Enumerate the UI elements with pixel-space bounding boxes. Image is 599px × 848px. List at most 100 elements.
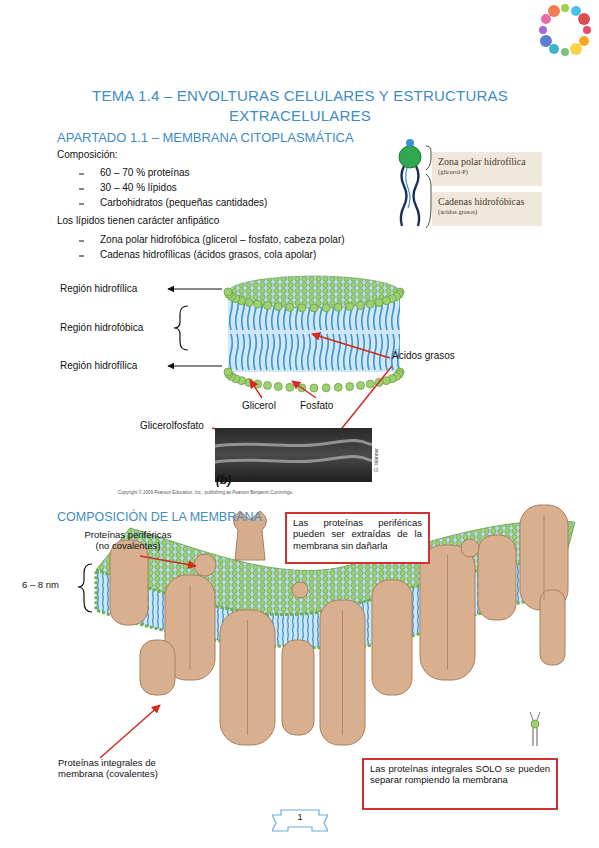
logo-ring — [539, 4, 591, 56]
membrane-protein — [372, 580, 412, 695]
lipid-icon — [533, 728, 537, 746]
phospholipid-head — [224, 288, 404, 312]
membrane-protein — [194, 554, 216, 576]
membrane-protein — [220, 610, 275, 745]
leader-line — [100, 705, 160, 758]
note-text: Las proteínas periféricas pueden ser ext… — [293, 517, 422, 551]
membrane-protein — [140, 640, 175, 695]
membrane-protein — [190, 585, 191, 670]
list-item: Carbohidratos (pequeñas cantidades) — [100, 197, 267, 209]
note-box: Las proteínas periféricas pueden ser ext… — [285, 512, 430, 564]
phospholipid-head — [366, 300, 374, 308]
logo-ring — [571, 6, 581, 16]
phospholipid-head — [356, 381, 364, 389]
lipid-icon — [531, 720, 539, 728]
label-tag: Zona polar hidrofílica(glicerol-P) — [432, 152, 542, 186]
membrane-protein — [420, 545, 475, 680]
membrane-protein — [544, 515, 545, 600]
lipid-molecule — [399, 146, 421, 168]
page-title: TEMA 1.4 – ENVOLTURAS CELULARES Y ESTRUC… — [60, 86, 540, 125]
phospholipid-head — [310, 384, 318, 392]
page-number: 1 — [272, 808, 328, 823]
part-label: Proteínas integrales de membrana (covale… — [58, 758, 188, 780]
note-box: Las proteínas integrales SOLO se pueden … — [362, 758, 558, 810]
phospholipid-head — [274, 383, 282, 391]
tag-heading: Zona polar hidrofílica — [438, 156, 536, 168]
logo-ring — [578, 13, 590, 25]
logo-ring — [579, 36, 589, 46]
phospholipid-head — [224, 368, 232, 376]
list-item: Zona polar hidrofóbica (glicerol – fosfa… — [100, 234, 345, 246]
phospholipid-head — [274, 303, 282, 311]
tag-subtext: (glicerol-P) — [438, 168, 536, 176]
body-text: Composición: — [57, 149, 118, 161]
part-label: Glicerolfosfato — [140, 420, 204, 432]
membrane-model — [96, 505, 575, 745]
part-label: Ácidos grasos — [392, 350, 455, 362]
bullet-dash — [79, 204, 84, 205]
phospholipid-head — [346, 303, 354, 311]
lipid-molecule — [399, 139, 431, 228]
phospholipid-head — [224, 368, 404, 392]
phospholipid-head — [264, 301, 272, 309]
region-label: Región hidrofílica — [60, 360, 137, 372]
phospholipid-head — [322, 384, 330, 392]
part-label: Glicerol — [242, 400, 276, 412]
dimension-label: 6 – 8 nm — [22, 580, 59, 591]
figure-letter: (b) — [216, 474, 231, 488]
bullet-dash — [79, 241, 84, 242]
leader-line — [250, 380, 262, 398]
phospholipid-head — [298, 304, 306, 312]
logo-ring — [561, 48, 569, 56]
lipid-molecule — [426, 174, 431, 228]
phospholipid-head — [382, 297, 390, 305]
membrane-protein — [342, 610, 343, 735]
list-item: 30 – 40 % lípidos — [100, 182, 177, 194]
phospholipid-head — [264, 381, 272, 389]
membrane-protein — [447, 555, 448, 670]
region-label: Región hidrofílica — [60, 283, 137, 295]
bullet-dash — [79, 174, 84, 175]
membrane-protein — [110, 505, 568, 745]
membrane-protein — [247, 620, 248, 735]
membrane-protein — [478, 535, 516, 620]
phospholipid-head — [334, 383, 342, 391]
leader-line — [292, 381, 316, 398]
logo-ring — [541, 14, 551, 24]
logo-ring — [548, 5, 560, 17]
part-label: Fosfato — [300, 400, 333, 412]
phospholipid-head — [245, 298, 253, 306]
phospholipid-head — [375, 298, 383, 306]
phospholipid-head — [224, 288, 232, 296]
lipid-icon — [530, 712, 540, 720]
membrane-protein — [282, 640, 314, 735]
phospholipid-head — [322, 304, 330, 312]
logo-ring — [549, 44, 559, 54]
leader-line — [174, 306, 188, 350]
list-item: 60 – 70 % proteínas — [100, 167, 190, 179]
phospholipid-head — [334, 303, 342, 311]
phospholipid-head — [382, 377, 390, 385]
leader-line — [78, 556, 196, 758]
micrograph — [215, 428, 372, 482]
label-tag: Cadenas hidrofóbicas(ácidos grasos) — [432, 192, 542, 226]
phospholipid-head — [286, 383, 294, 391]
membrane-protein — [540, 590, 565, 665]
leader-line — [140, 556, 196, 566]
membrane-protein — [110, 540, 148, 625]
list-item: Cadenas hidrofílicas (ácidos grasos, col… — [100, 249, 316, 261]
lipid-bilayer — [224, 276, 404, 392]
logo-ring — [539, 26, 547, 34]
part-label: Proteínas periféricas (no covalentes) — [78, 530, 178, 552]
lipid-bilayer — [228, 292, 400, 372]
leader-line — [312, 334, 390, 358]
lipid-icon — [530, 712, 540, 746]
micrograph — [215, 428, 372, 482]
leader-line — [78, 564, 92, 612]
membrane-protein — [461, 539, 479, 557]
leader-line — [168, 366, 222, 367]
lipid-bilayer — [228, 276, 400, 308]
image-credit: G. Wanner — [374, 448, 380, 472]
